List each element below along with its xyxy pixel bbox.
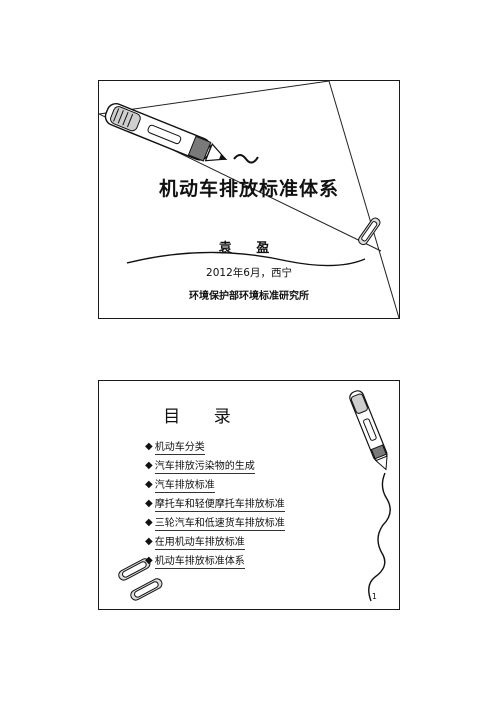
diamond-bullet-icon: ◆ bbox=[145, 441, 153, 452]
slide-decoration bbox=[118, 390, 391, 602]
contents-slide: 目 录 ◆机动车分类 ◆汽车排放污染物的生成 ◆汽车排放标准 ◆摩托车和轻便摩托… bbox=[98, 380, 400, 610]
pen-icon bbox=[349, 390, 388, 471]
underline-stroke bbox=[126, 251, 366, 267]
contents-item-label: 三轮汽车和低速货车排放标准 bbox=[154, 514, 285, 531]
contents-item-label: 机动车排放标准体系 bbox=[154, 552, 245, 569]
list-item: ◆汽车排放污染物的生成 bbox=[145, 456, 285, 475]
diamond-bullet-icon: ◆ bbox=[145, 536, 153, 547]
date-location: 2012年6月，西宁 bbox=[206, 267, 292, 279]
pen-icon bbox=[104, 103, 228, 162]
paperclip-icon bbox=[130, 578, 163, 601]
title-slide: 机动车排放标准体系 袁 盈 2012年6月，西宁 环境保护部环境标准研究所 bbox=[98, 80, 400, 319]
author-name: 袁 盈 bbox=[218, 241, 280, 256]
contents-item-label: 在用机动车排放标准 bbox=[154, 533, 245, 550]
diamond-bullet-icon: ◆ bbox=[145, 460, 153, 471]
slide-decoration bbox=[99, 81, 399, 318]
diamond-bullet-icon: ◆ bbox=[145, 555, 153, 566]
organization-name: 环境保护部环境标准研究所 bbox=[189, 291, 309, 302]
contents-item-label: 汽车排放标准 bbox=[154, 476, 215, 493]
diamond-bullet-icon: ◆ bbox=[145, 517, 153, 528]
contents-list: ◆机动车分类 ◆汽车排放污染物的生成 ◆汽车排放标准 ◆摩托车和轻便摩托车排放标… bbox=[145, 437, 285, 570]
paperclip-icon bbox=[358, 217, 381, 246]
contents-heading: 目 录 bbox=[163, 407, 245, 427]
contents-item-label: 汽车排放污染物的生成 bbox=[154, 457, 255, 474]
presentation-title: 机动车排放标准体系 bbox=[158, 178, 339, 200]
contents-item-label: 机动车分类 bbox=[154, 438, 205, 455]
ink-squiggle bbox=[368, 472, 391, 602]
diamond-bullet-icon: ◆ bbox=[145, 479, 153, 490]
page-number: 1 bbox=[371, 592, 377, 601]
list-item: ◆在用机动车排放标准 bbox=[145, 532, 285, 551]
paperclip-icon bbox=[118, 558, 151, 581]
squiggle-icon bbox=[233, 154, 259, 164]
list-item: ◆机动车分类 bbox=[145, 437, 285, 456]
contents-item-label: 摩托车和轻便摩托车排放标准 bbox=[154, 495, 285, 512]
diamond-bullet-icon: ◆ bbox=[145, 498, 153, 509]
list-item: ◆三轮汽车和低速货车排放标准 bbox=[145, 513, 285, 532]
list-item: ◆摩托车和轻便摩托车排放标准 bbox=[145, 494, 285, 513]
list-item: ◆机动车排放标准体系 bbox=[145, 551, 285, 570]
list-item: ◆汽车排放标准 bbox=[145, 475, 285, 494]
